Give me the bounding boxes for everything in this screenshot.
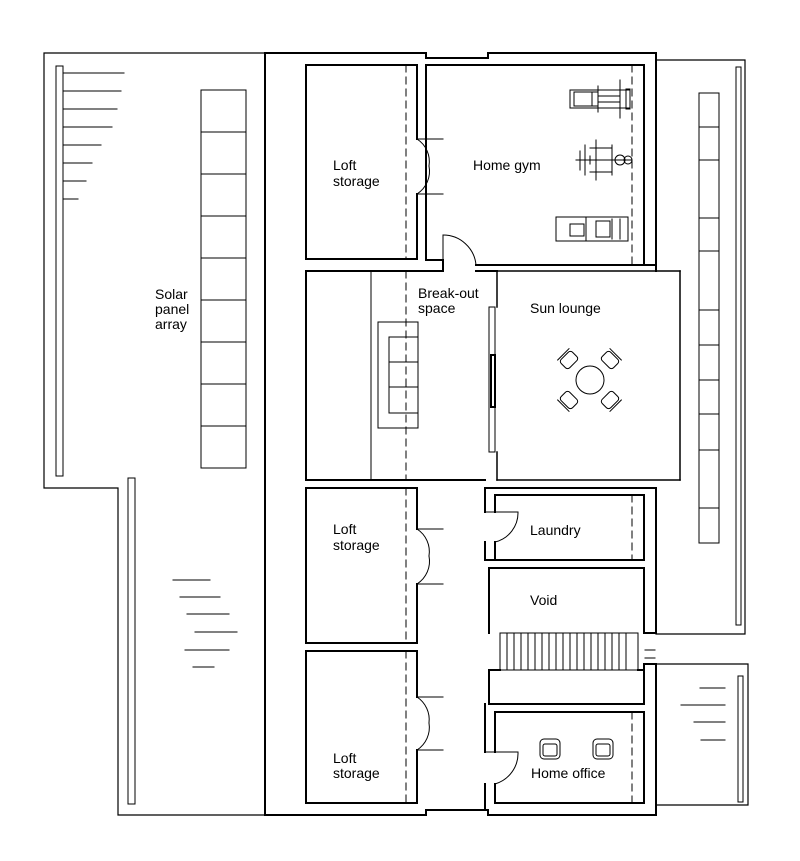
label-void: Void: [530, 592, 557, 608]
office-door: [484, 751, 519, 785]
glazed-screen: [488, 306, 496, 453]
break-out-walls: [305, 270, 498, 481]
landing-walls: [488, 663, 657, 705]
loft-2-double-door: [416, 528, 444, 585]
void-walls: [488, 567, 657, 634]
label-solar-a: Solar: [155, 286, 188, 302]
label-loft-storage-1-b: storage: [333, 173, 380, 189]
staircase-icon: [499, 632, 639, 671]
label-sun-lounge: Sun lounge: [530, 300, 601, 316]
lower-right-terrace-outline: [655, 663, 749, 806]
main-building-outline: [264, 52, 657, 816]
loft-1-double-door: [416, 138, 444, 195]
label-break-out-a: Break-out: [418, 285, 479, 301]
label-laundry: Laundry: [530, 522, 581, 538]
label-loft-storage-3-a: Loft: [333, 750, 356, 766]
sun-lounge-walls: [496, 270, 681, 481]
label-loft-storage-2-b: storage: [333, 537, 380, 553]
lower-right-parapet: [737, 675, 744, 803]
roof-hatch-lower: [172, 579, 238, 668]
label-loft-storage-2-a: Loft: [333, 521, 356, 537]
parapet-strip-upper: [55, 65, 64, 477]
loft-storage-2-walls: [305, 487, 418, 644]
loft-storage-1-walls: [305, 64, 418, 260]
label-break-out-b: space: [418, 300, 456, 316]
loft-3-double-door: [416, 696, 444, 751]
label-loft-storage-3-b: storage: [333, 765, 380, 781]
laundry-door: [484, 511, 519, 543]
rowing-machine-icon: [555, 216, 629, 242]
office-chairs-icon: [539, 738, 614, 760]
treadmill-icon: [569, 79, 631, 119]
room-labels: Loft storage Home gym Break-out space Su…: [155, 157, 606, 781]
home-office-walls: [484, 703, 645, 811]
sofa-icon: [377, 321, 419, 429]
solar-panel-array: [200, 89, 247, 469]
label-home-gym: Home gym: [473, 157, 541, 173]
weight-bench-icon: [575, 139, 633, 181]
loft-storage-3-walls: [305, 650, 418, 804]
label-solar-b: panel: [155, 301, 189, 317]
right-parapet-strip: [735, 66, 742, 626]
label-loft-storage-1-a: Loft: [333, 157, 356, 173]
roof-hatch-lower-right: [680, 687, 726, 741]
parapet-strip-lower: [127, 477, 136, 805]
label-home-office: Home office: [531, 765, 606, 781]
right-terrace-outline: [655, 59, 746, 635]
label-solar-c: array: [155, 316, 187, 332]
gym-door: [442, 234, 477, 266]
laundry-walls: [484, 487, 657, 561]
dining-set-icon: [556, 347, 623, 413]
roof-hatch-upper: [62, 72, 125, 200]
glazing-panels: [698, 92, 720, 544]
step-lines: [644, 649, 656, 659]
home-gym-walls: [425, 64, 657, 272]
roof-terrace-outline: [43, 52, 266, 816]
